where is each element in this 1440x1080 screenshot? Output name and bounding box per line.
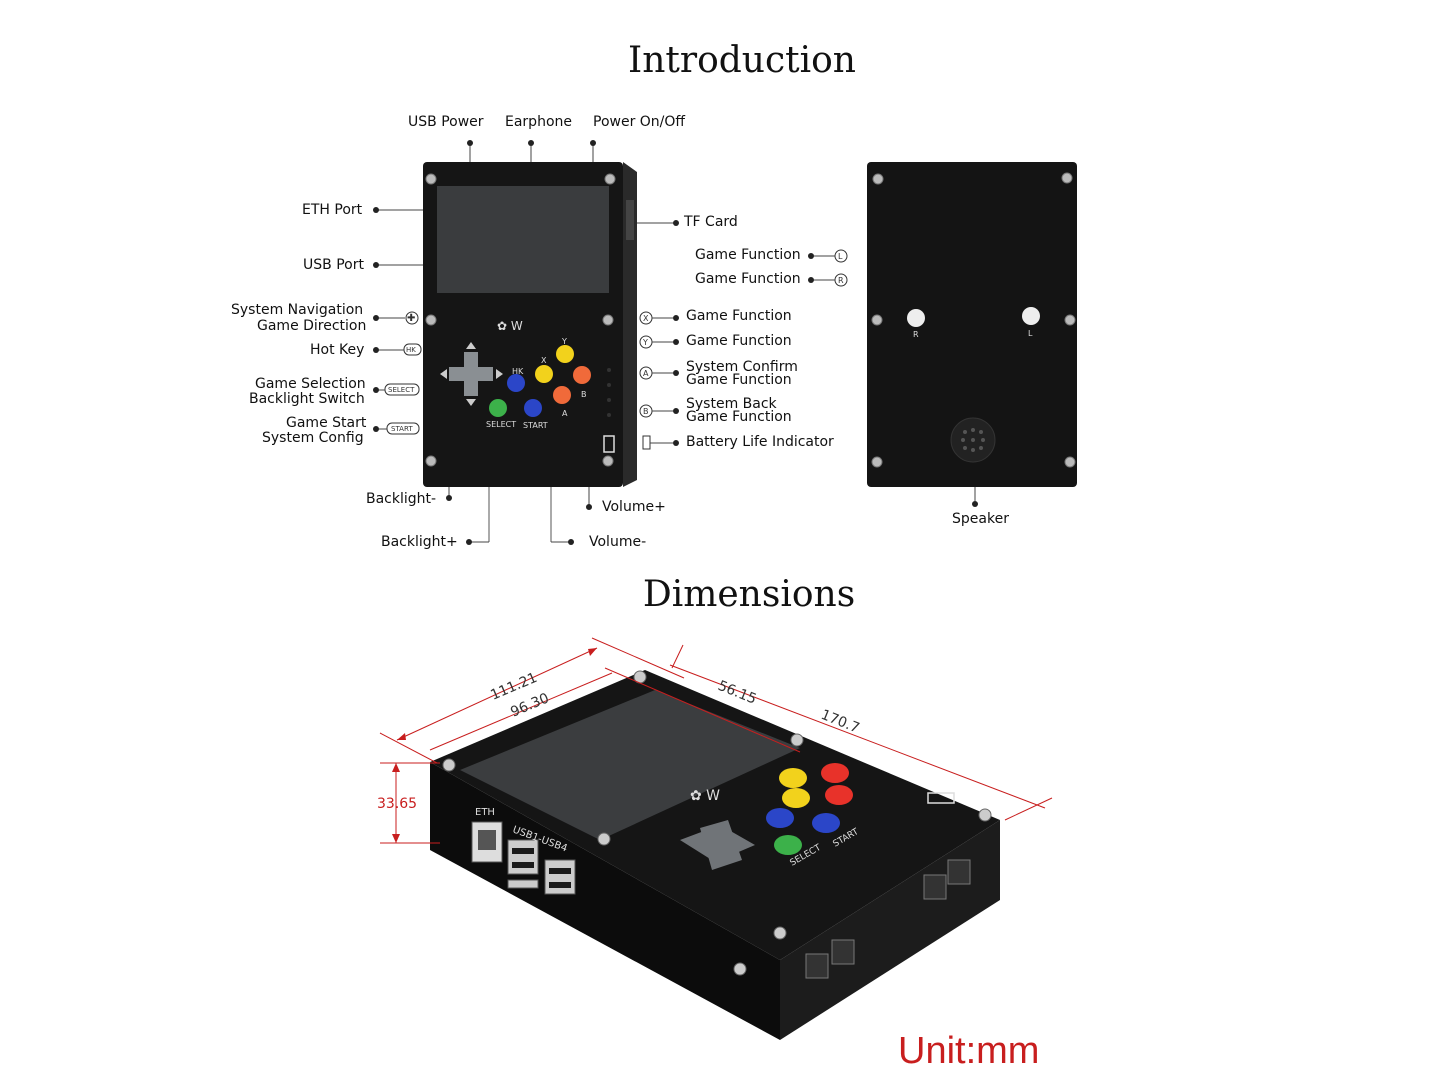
button-start — [524, 399, 542, 417]
label-game-function-l: Game Function — [695, 247, 801, 263]
button-y — [556, 345, 574, 363]
label-system-config: System Config — [262, 430, 364, 446]
label-system-confirm: System Confirm — [686, 359, 798, 375]
svg-text:A: A — [562, 409, 568, 418]
dim-eth-label: ETH — [475, 807, 495, 818]
label-game-function-r: Game Function — [695, 271, 801, 287]
button-b — [573, 366, 591, 384]
back-device: R L — [867, 162, 1077, 487]
label-backlight-switch: Backlight Switch — [249, 391, 365, 407]
label-game-selection: Game Selection — [255, 376, 366, 392]
svg-text:B: B — [581, 390, 587, 399]
svg-text:START: START — [391, 425, 413, 433]
label-backlight-plus: Backlight+ — [381, 534, 458, 550]
svg-text:X: X — [541, 356, 547, 365]
unit-label: Unit:mm — [898, 1030, 1040, 1072]
title-introduction: Introduction — [628, 40, 856, 81]
dpad-icon — [440, 342, 503, 406]
svg-text:A: A — [643, 369, 649, 378]
button-a — [553, 386, 571, 404]
button-x — [535, 365, 553, 383]
front-device: ✿ W — [423, 162, 637, 542]
svg-text:HK: HK — [406, 346, 416, 354]
svg-text:✿ W: ✿ W — [497, 319, 523, 333]
dim-total: 170.7 — [819, 707, 862, 737]
svg-text:L: L — [1028, 329, 1033, 338]
label-hot-key: Hot Key — [310, 342, 365, 358]
svg-text:L: L — [838, 252, 843, 261]
front-screen — [437, 186, 609, 293]
label-tf-card: TF Card — [684, 214, 738, 230]
label-battery-life: Battery Life Indicator — [686, 434, 834, 450]
svg-text:✿ W: ✿ W — [690, 788, 720, 804]
svg-text:HK: HK — [512, 367, 524, 376]
label-usb-power: USB Power — [408, 114, 484, 130]
usb-port-icon — [507, 839, 539, 875]
label-game-function-b: Game Function — [686, 409, 792, 425]
button-hk — [507, 374, 525, 392]
svg-text:SELECT: SELECT — [388, 386, 415, 394]
label-game-function-x: Game Function — [686, 308, 792, 324]
dim-screen — [460, 690, 800, 840]
label-game-direction: Game Direction — [257, 318, 367, 334]
svg-text:✚: ✚ — [407, 313, 415, 324]
label-eth-port: ETH Port — [302, 202, 363, 218]
label-game-start: Game Start — [286, 415, 367, 431]
svg-text:R: R — [913, 330, 919, 339]
label-volume-plus: Volume+ — [602, 499, 666, 515]
svg-text:R: R — [838, 276, 844, 285]
label-game-function-y: Game Function — [686, 333, 792, 349]
introduction-diagram: ✿ W — [373, 140, 1077, 545]
dim-height: 33.65 — [377, 796, 417, 812]
label-system-back: System Back — [686, 396, 777, 412]
label-backlight-minus: Backlight- — [366, 491, 437, 507]
label-speaker: Speaker — [952, 511, 1009, 527]
back-button-l — [1022, 307, 1040, 325]
label-system-navigation: System Navigation — [231, 302, 364, 318]
svg-text:X: X — [643, 314, 649, 323]
label-volume-minus: Volume- — [589, 534, 647, 550]
dim-dpad-icon — [680, 820, 755, 870]
label-game-function-a: Game Function — [686, 372, 792, 388]
label-earphone: Earphone — [505, 114, 572, 130]
label-power-onoff: Power On/Off — [593, 114, 686, 130]
label-usb-port: USB Port — [303, 257, 364, 273]
button-select — [489, 399, 507, 417]
svg-text:Y: Y — [561, 337, 567, 346]
svg-text:SELECT: SELECT — [486, 420, 516, 429]
svg-text:B: B — [643, 407, 649, 416]
dpad-small-icon — [405, 311, 419, 325]
svg-text:Y: Y — [642, 338, 648, 347]
title-dimensions: Dimensions — [642, 574, 856, 615]
svg-text:START: START — [523, 421, 548, 430]
back-button-r — [907, 309, 925, 327]
